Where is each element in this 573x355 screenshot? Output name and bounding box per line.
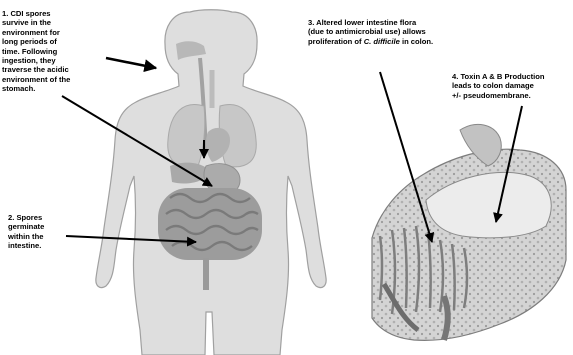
label-step-2: 2. Spores germinate within the intestine…	[8, 213, 44, 251]
label-step-3-line: (due to antimicrobial use) allows	[308, 27, 433, 36]
human-body-illustration	[96, 10, 326, 355]
label-step-1-line: 1. CDI spores	[2, 9, 70, 18]
colon-cross-section-illustration	[372, 124, 566, 340]
label-step-1-line: environment of the	[2, 75, 70, 84]
label-step-4-line: +/- pseudomembrane.	[452, 91, 545, 100]
label-step-1-line: long periods of	[2, 37, 70, 46]
label-step-2-line: intestine.	[8, 241, 44, 250]
label-step-3-suffix: in colon.	[400, 37, 433, 46]
label-step-3: 3. Altered lower intestine flora (due to…	[308, 18, 433, 46]
label-step-1-line: traverse the acidic	[2, 65, 70, 74]
label-step-3-line: 3. Altered lower intestine flora	[308, 18, 433, 27]
blood-vessel	[444, 296, 448, 340]
label-step-2-line: within the	[8, 232, 44, 241]
label-step-3-line: proliferation of C. difficile in colon.	[308, 37, 433, 46]
label-step-1-line: ingestion, they	[2, 56, 70, 65]
label-step-4: 4. Toxin A & B Production leads to colon…	[452, 72, 545, 100]
label-step-4-line: 4. Toxin A & B Production	[452, 72, 545, 81]
label-step-2-line: germinate	[8, 222, 44, 231]
intestines	[158, 188, 262, 260]
ingestion-arrow	[106, 58, 156, 68]
label-step-1-line: survive in the	[2, 18, 70, 27]
label-step-4-line: leads to colon damage	[452, 81, 545, 90]
label-step-2-line: 2. Spores	[8, 213, 44, 222]
organism-name: C. difficile	[364, 37, 400, 46]
label-step-1: 1. CDI spores survive in the environment…	[2, 9, 70, 94]
label-step-1-line: stomach.	[2, 84, 70, 93]
label-step-3-prefix: proliferation of	[308, 37, 364, 46]
label-step-1-line: environment for	[2, 28, 70, 37]
label-step-1-line: time. Following	[2, 47, 70, 56]
